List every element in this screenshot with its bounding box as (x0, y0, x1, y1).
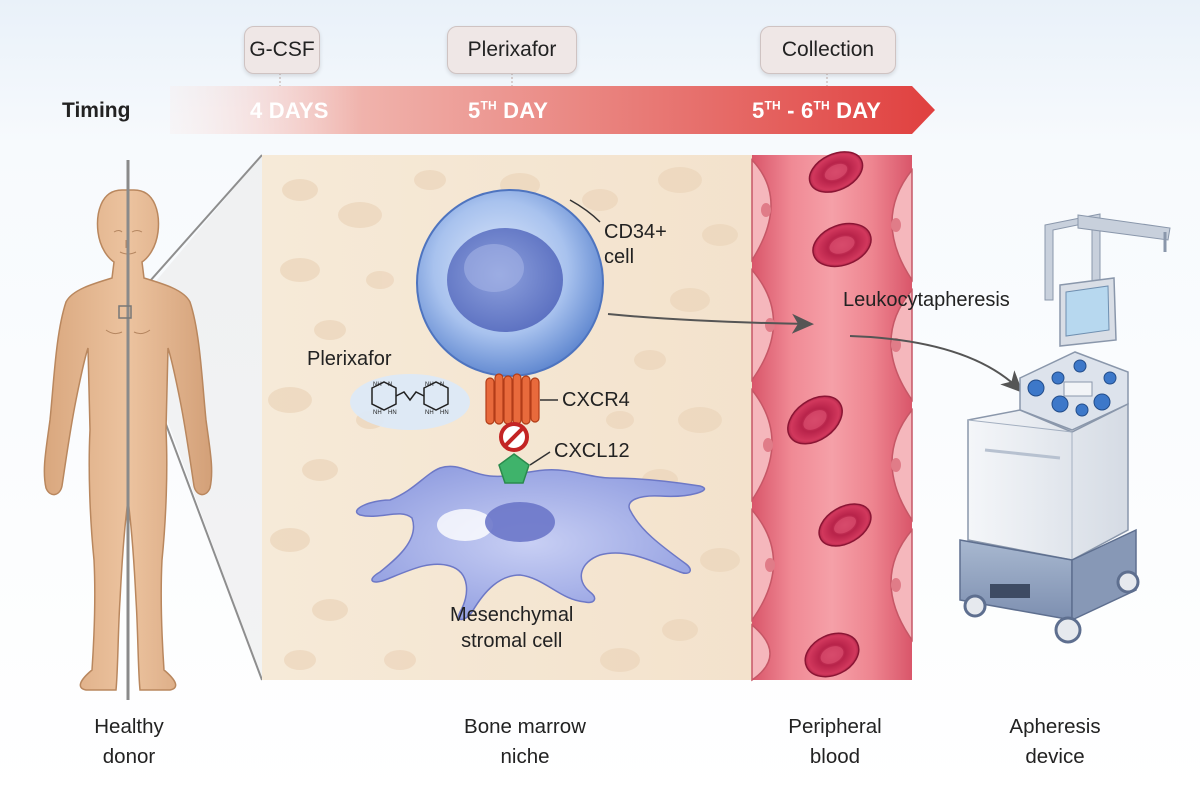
leukocytapheresis-label: Leukocytapheresis (843, 289, 1010, 311)
timeline-step-collection: Collection (760, 26, 896, 74)
svg-text:HN: HN (440, 410, 449, 416)
healthy-donor-figure (43, 160, 213, 700)
collection-label: Collection (781, 38, 875, 61)
cd34-cell (416, 189, 604, 377)
cd34-label: CD34+cell (604, 221, 667, 268)
svg-text:NH: NH (425, 410, 434, 416)
cxcl12-ligand (498, 453, 530, 484)
svg-text:NH: NH (425, 382, 434, 388)
mesenchymal-stromal-cell (356, 465, 706, 621)
timing-5th-6th-day: 5TH - 6TH DAY (752, 98, 882, 123)
svg-text:N: N (388, 382, 392, 388)
gcsf-label: G-CSF (249, 38, 315, 61)
svg-text:N: N (440, 382, 444, 388)
timeline-step-gcsf: G-CSF (244, 26, 320, 74)
timeline-step-plerixafor: Plerixafor (447, 26, 577, 74)
svg-text:HN: HN (388, 410, 397, 416)
cxcr4-label: CXCR4 (562, 389, 630, 411)
zoom-region-box (118, 305, 132, 319)
blood-vessel (751, 151, 913, 682)
cxcr4-receptor (485, 373, 540, 425)
apheresis-device (959, 213, 1171, 644)
timing-title: Timing (62, 99, 131, 122)
cxcl12-label: CXCL12 (554, 440, 630, 462)
svg-text:NH: NH (373, 410, 382, 416)
plerixafor-molecule: NH N NH HN NH N NH HN (350, 374, 470, 430)
leukocytapheresis-arrow (849, 335, 1023, 393)
plerixafor-step-label: Plerixafor (467, 38, 557, 61)
plerixafor-label: Plerixafor (307, 348, 392, 370)
mobilization-arrow (607, 313, 814, 334)
timeline-arrow (170, 86, 935, 134)
svg-text:NH: NH (373, 382, 382, 388)
timing-4-days: 4 DAYS (250, 98, 329, 123)
timing-5th-day: 5TH DAY (468, 98, 549, 123)
inhibition-icon (499, 422, 529, 452)
